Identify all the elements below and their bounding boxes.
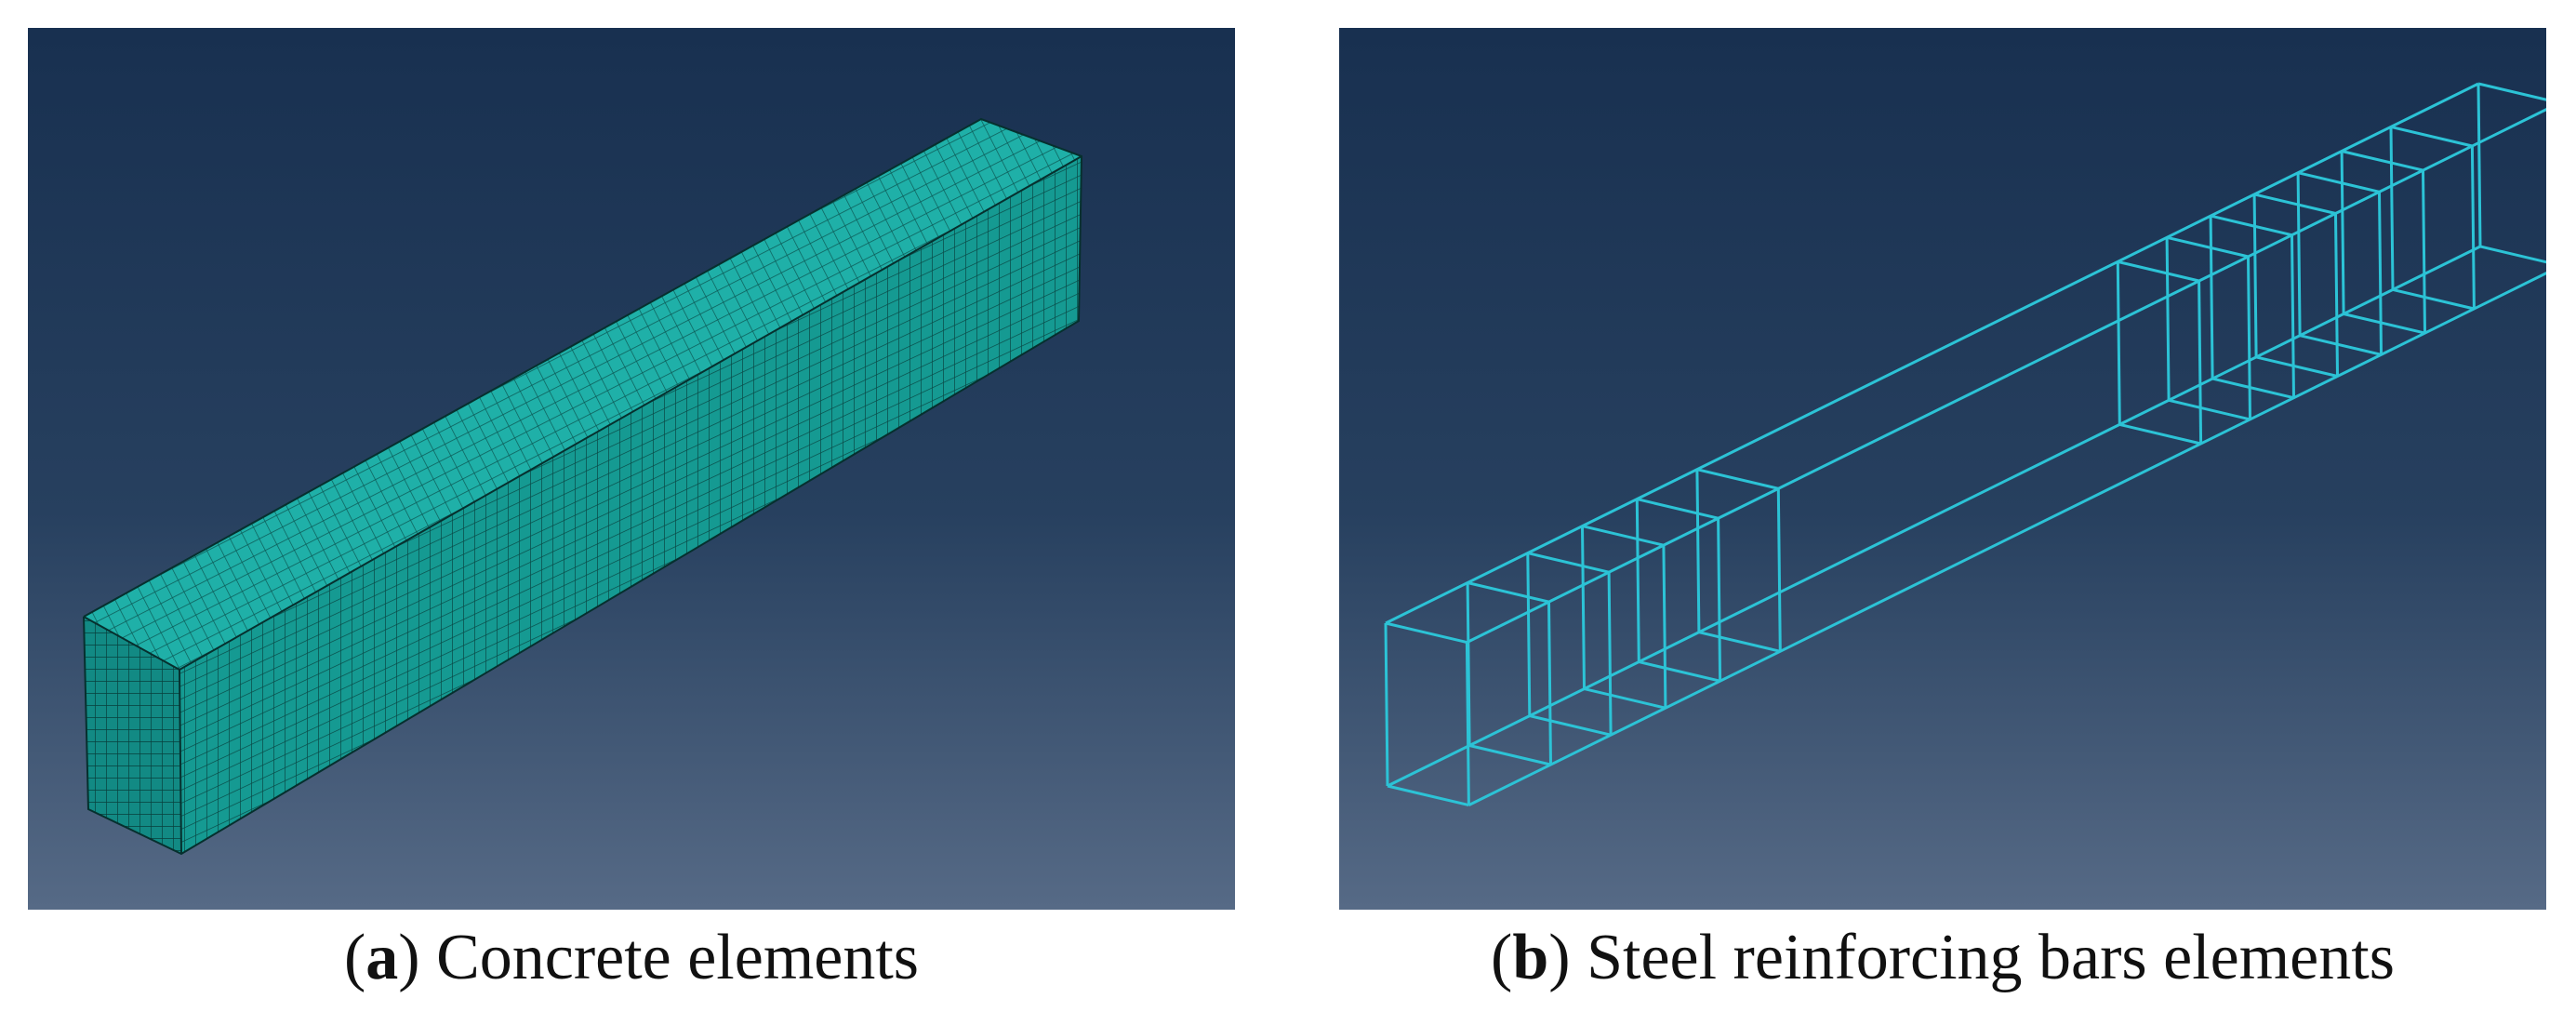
rebar-segment <box>2392 287 2475 311</box>
concrete-mesh-figure <box>28 28 1235 910</box>
rebar-segment <box>2118 422 2201 446</box>
rebar-segment <box>1607 572 1613 736</box>
rebar-segment <box>2247 256 2251 419</box>
rebar-segment <box>1776 488 1782 652</box>
rebar-segment <box>2209 216 2214 379</box>
rebar-segment <box>2477 82 2546 101</box>
rebar-segment <box>2341 150 2423 172</box>
rebar-segment <box>1662 545 1667 709</box>
rebar-segment <box>1468 744 1551 766</box>
rebar-segment <box>2334 213 2339 377</box>
rebar-segment <box>1581 526 1586 689</box>
rebar-segment <box>2296 172 2302 336</box>
rebar-segment <box>2255 355 2338 378</box>
rebar-segment <box>2476 83 2482 247</box>
rebar-segment <box>1466 582 1471 746</box>
rebar-segment <box>2166 235 2249 259</box>
viewport-background <box>1339 28 2546 910</box>
rebar-cage-figure <box>1339 28 2546 910</box>
rebar-segment <box>2252 193 2258 357</box>
caption-a: (a) Concrete elements <box>343 922 920 993</box>
rebar-segment <box>1467 272 2546 806</box>
rebar-segment <box>2168 398 2251 421</box>
panel-a-viewport <box>28 28 1235 910</box>
caption-a-letter: a <box>365 922 399 993</box>
panel-b-viewport <box>1339 28 2546 910</box>
rebar-segment <box>1547 602 1552 765</box>
rebar-segment <box>1717 518 1722 682</box>
rebar-segment <box>2343 313 2425 335</box>
rebar-segment <box>1582 525 1665 547</box>
rebar-segment <box>2299 334 2382 356</box>
rebar-segment <box>1529 714 1612 737</box>
rebar-segment <box>1638 660 1720 683</box>
rebar-segment <box>1698 631 1781 653</box>
rebar-cage <box>1384 82 2546 807</box>
rebar-segment <box>1526 552 1532 716</box>
rebar-segment <box>2198 280 2203 445</box>
rebar-segment <box>2253 193 2336 215</box>
rebar-segment <box>1387 245 2481 788</box>
rebar-segment <box>2297 171 2380 193</box>
rebar-segment <box>1527 552 1610 574</box>
rebar-segment <box>2479 245 2546 264</box>
rebar-segment <box>1385 82 2479 625</box>
rebar-segment <box>1695 469 1701 632</box>
rebar-segment <box>2211 377 2294 400</box>
rebar-segment <box>2422 170 2426 334</box>
rebar-segment <box>1466 108 2546 644</box>
rebar-segment <box>2389 126 2395 290</box>
rebar-segment <box>1385 621 1467 645</box>
rebar-segment <box>2470 145 2476 310</box>
rebar-segment <box>1384 622 1389 787</box>
beam-end-face <box>84 617 181 854</box>
rebar-segment <box>2390 125 2473 148</box>
beam-side-face <box>179 156 1082 854</box>
caption-a-text: Concrete elements <box>436 922 920 993</box>
caption-b-letter: b <box>1512 922 1549 993</box>
rebar-segment <box>1584 687 1666 710</box>
rebar-segment <box>2165 237 2171 401</box>
caption-b-text: Steel reinforcing bars elements <box>1587 922 2395 993</box>
beam-edges <box>83 117 1083 856</box>
beam-top-face <box>84 119 1082 670</box>
rebar-segment <box>1696 468 1779 490</box>
rebar-segment <box>2117 260 2199 283</box>
caption-b: (b) Steel reinforcing bars elements <box>1491 922 2395 993</box>
rebar-segment <box>1467 581 1549 604</box>
rebar-segment <box>2340 151 2345 314</box>
rebar-segment <box>2210 214 2292 237</box>
rebar-segment <box>1636 498 1719 520</box>
rebar-segment <box>2116 261 2121 425</box>
rebar-segment <box>1635 499 1640 662</box>
rebar-segment <box>2291 234 2295 398</box>
rebar-segment <box>2378 192 2383 355</box>
rebar-segment <box>1387 784 1469 807</box>
